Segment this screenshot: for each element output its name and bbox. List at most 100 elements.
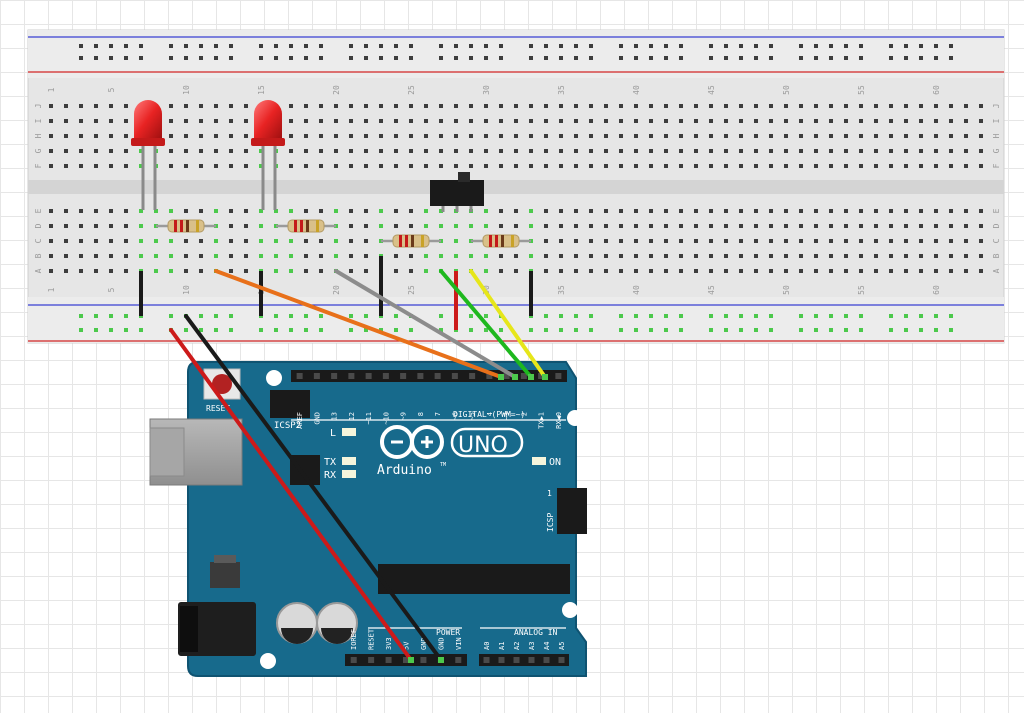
power-rail-hole[interactable]	[619, 328, 623, 332]
breadboard-hole[interactable]	[889, 224, 893, 228]
power-rail-hole[interactable]	[79, 44, 83, 48]
breadboard-hole[interactable]	[934, 119, 938, 123]
breadboard-hole[interactable]	[769, 269, 773, 273]
breadboard-hole[interactable]	[949, 209, 953, 213]
breadboard-hole[interactable]	[784, 119, 788, 123]
power-rail-hole[interactable]	[319, 56, 323, 60]
breadboard-hole[interactable]	[799, 269, 803, 273]
wire-gray-pin3[interactable]	[334, 269, 517, 379]
breadboard-hole[interactable]	[649, 209, 653, 213]
breadboard-hole[interactable]	[79, 239, 83, 243]
breadboard-hole[interactable]	[814, 269, 818, 273]
power-rail-hole[interactable]	[724, 56, 728, 60]
breadboard-hole[interactable]	[154, 254, 158, 258]
breadboard-hole[interactable]	[889, 104, 893, 108]
power-rail-hole[interactable]	[859, 44, 863, 48]
breadboard-hole[interactable]	[229, 209, 233, 213]
breadboard-hole[interactable]	[499, 209, 503, 213]
breadboard-hole[interactable]	[124, 134, 128, 138]
breadboard-hole[interactable]	[814, 149, 818, 153]
breadboard-hole[interactable]	[529, 134, 533, 138]
power-rail-hole[interactable]	[664, 328, 668, 332]
power-rail-hole[interactable]	[559, 314, 563, 318]
breadboard-hole[interactable]	[139, 164, 143, 168]
breadboard-hole[interactable]	[574, 209, 578, 213]
breadboard-hole[interactable]	[574, 269, 578, 273]
power-rail-hole[interactable]	[169, 56, 173, 60]
power-rail-hole[interactable]	[259, 56, 263, 60]
breadboard-hole[interactable]	[349, 104, 353, 108]
breadboard-hole[interactable]	[889, 164, 893, 168]
breadboard-hole[interactable]	[214, 104, 218, 108]
breadboard-hole[interactable]	[574, 254, 578, 258]
breadboard-hole[interactable]	[214, 209, 218, 213]
breadboard-hole[interactable]	[169, 254, 173, 258]
power-rail-hole[interactable]	[304, 56, 308, 60]
breadboard-hole[interactable]	[214, 239, 218, 243]
resistor[interactable]	[156, 219, 216, 233]
header-pin[interactable]	[520, 373, 527, 379]
power-rail-hole[interactable]	[829, 314, 833, 318]
breadboard-hole[interactable]	[589, 254, 593, 258]
power-rail-hole[interactable]	[814, 44, 818, 48]
breadboard-hole[interactable]	[304, 239, 308, 243]
breadboard-hole[interactable]	[769, 239, 773, 243]
breadboard-hole[interactable]	[499, 269, 503, 273]
breadboard-hole[interactable]	[94, 269, 98, 273]
breadboard-hole[interactable]	[904, 224, 908, 228]
breadboard-hole[interactable]	[634, 239, 638, 243]
breadboard-hole[interactable]	[694, 134, 698, 138]
header-pin[interactable]	[498, 657, 505, 663]
breadboard-hole[interactable]	[814, 104, 818, 108]
breadboard-hole[interactable]	[949, 104, 953, 108]
breadboard-hole[interactable]	[214, 254, 218, 258]
power-rail-hole[interactable]	[229, 56, 233, 60]
breadboard-hole[interactable]	[934, 164, 938, 168]
breadboard-hole[interactable]	[799, 104, 803, 108]
breadboard-hole[interactable]	[664, 149, 668, 153]
breadboard-hole[interactable]	[364, 224, 368, 228]
breadboard-hole[interactable]	[754, 239, 758, 243]
breadboard-hole[interactable]	[229, 164, 233, 168]
power-rail-hole[interactable]	[904, 314, 908, 318]
breadboard-hole[interactable]	[874, 164, 878, 168]
breadboard-hole[interactable]	[874, 239, 878, 243]
breadboard-hole[interactable]	[679, 119, 683, 123]
breadboard-hole[interactable]	[319, 149, 323, 153]
breadboard-hole[interactable]	[124, 209, 128, 213]
power-rail-hole[interactable]	[94, 44, 98, 48]
header-pin[interactable]	[469, 373, 476, 379]
breadboard-hole[interactable]	[499, 164, 503, 168]
breadboard-hole[interactable]	[724, 209, 728, 213]
breadboard-hole[interactable]	[409, 209, 413, 213]
power-rail-hole[interactable]	[739, 56, 743, 60]
breadboard-hole[interactable]	[754, 254, 758, 258]
power-rail-hole[interactable]	[289, 328, 293, 332]
breadboard-hole[interactable]	[439, 209, 443, 213]
breadboard-hole[interactable]	[499, 104, 503, 108]
led-2[interactable]	[251, 100, 285, 210]
breadboard-hole[interactable]	[79, 119, 83, 123]
breadboard-hole[interactable]	[244, 209, 248, 213]
breadboard-hole[interactable]	[619, 104, 623, 108]
breadboard-hole[interactable]	[514, 269, 518, 273]
breadboard-hole[interactable]	[454, 239, 458, 243]
breadboard-hole[interactable]	[199, 134, 203, 138]
breadboard-hole[interactable]	[949, 164, 953, 168]
breadboard-hole[interactable]	[739, 239, 743, 243]
power-rail-hole[interactable]	[544, 56, 548, 60]
power-rail-hole[interactable]	[409, 44, 413, 48]
breadboard-hole[interactable]	[919, 134, 923, 138]
breadboard-hole[interactable]	[844, 239, 848, 243]
breadboard-hole[interactable]	[874, 224, 878, 228]
breadboard-hole[interactable]	[559, 164, 563, 168]
breadboard-hole[interactable]	[574, 224, 578, 228]
power-rail-hole[interactable]	[859, 56, 863, 60]
breadboard-hole[interactable]	[154, 239, 158, 243]
power-rail-hole[interactable]	[439, 44, 443, 48]
power-rail-hole[interactable]	[934, 56, 938, 60]
breadboard-hole[interactable]	[49, 134, 53, 138]
breadboard-hole[interactable]	[319, 254, 323, 258]
wire-red-5v[interactable]	[169, 328, 413, 662]
breadboard-hole[interactable]	[559, 119, 563, 123]
